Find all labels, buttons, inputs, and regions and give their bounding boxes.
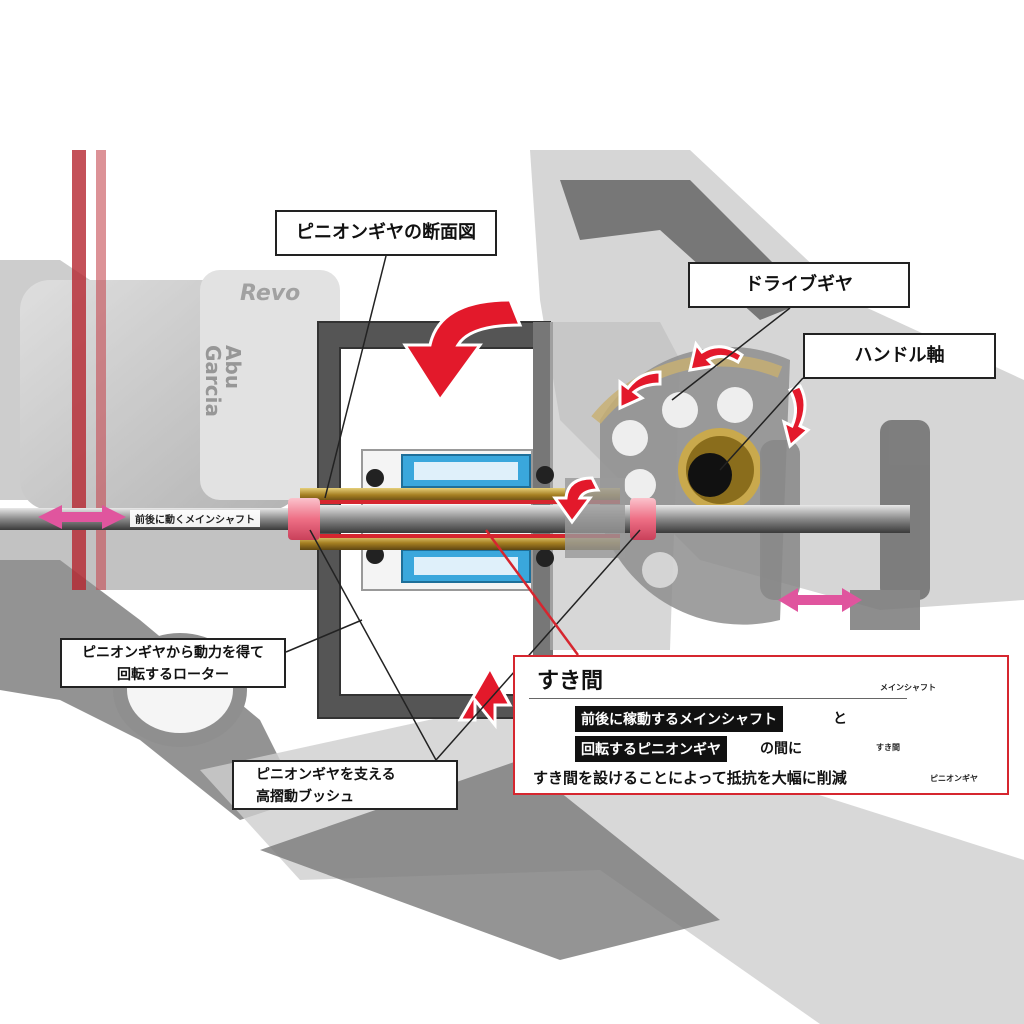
gap-divider — [529, 698, 907, 699]
pinion-tag: 回転するピニオンギヤ — [575, 736, 727, 762]
bush-text-line2: 高摺動ブッシュ — [256, 789, 354, 805]
pinion-rotation-arrow — [552, 476, 601, 525]
gap-explanation-panel: すき間 前後に稼動するメインシャフト と 回転するピニオンギヤ の間に すき間を… — [513, 655, 1009, 795]
svg-text:Abu: Abu — [221, 345, 245, 389]
rotor-text-line2: 回転するローター — [117, 667, 229, 683]
rotation-arrows — [402, 298, 811, 730]
pinion-section-label: ピニオンギヤの断面図 — [275, 210, 497, 256]
drive-gear-arrow-3 — [781, 384, 811, 449]
gap-summary-text: すき間を設けることによって抵抗を大幅に削減 — [533, 769, 847, 787]
gap-conjunction: と — [833, 711, 847, 727]
svg-text:Revo: Revo — [240, 281, 300, 306]
gap-between-text: の間に — [760, 741, 802, 757]
rotor-text-line1: ピニオンギヤから動力を得て — [82, 645, 264, 661]
drive-gear-label: ドライブギヤ — [688, 262, 910, 308]
drive-gear-arrow-2 — [618, 370, 662, 411]
mini-gap-label: すき間 — [876, 743, 900, 752]
bush-left — [288, 498, 320, 540]
rotor-up-arrow — [457, 664, 513, 730]
bush-label: ピニオンギヤを支える 高摺動ブッシュ — [232, 760, 458, 810]
drive-gear-arrow-1 — [688, 340, 744, 372]
handle-movement-arrow — [778, 588, 862, 612]
pinion-section-text: ピニオンギヤの断面図 — [296, 222, 476, 243]
rod-red — [72, 150, 86, 590]
shaft-tag: 前後に稼動するメインシャフト — [575, 706, 783, 732]
handle-shaft-text: ハンドル軸 — [854, 345, 945, 366]
bush-right — [630, 498, 656, 540]
svg-text:Garcia: Garcia — [201, 345, 225, 417]
rod-red-2 — [96, 150, 106, 590]
drive-gear — [591, 346, 790, 625]
brand-logo: Abu Garcia Revo — [201, 281, 300, 417]
gap-title: すき間 — [537, 669, 604, 694]
bush-text-line1: ピニオンギヤを支える — [256, 767, 396, 783]
rotor-rotation-arrow — [402, 298, 523, 403]
handle-shaft-label: ハンドル軸 — [803, 333, 996, 379]
main-shaft-caption: 前後に動くメインシャフト — [130, 510, 260, 527]
drive-gear-text: ドライブギヤ — [745, 274, 853, 295]
mini-shaft-label: メインシャフト — [880, 683, 936, 692]
pinion-gear — [300, 478, 625, 558]
shaft-movement-arrows — [38, 505, 862, 612]
rotor-label: ピニオンギヤから動力を得て 回転するローター — [60, 638, 286, 688]
main-shaft-arrow — [38, 505, 126, 529]
mini-pinion-label: ピニオンギヤ — [930, 774, 978, 783]
leader-lines — [285, 255, 804, 761]
